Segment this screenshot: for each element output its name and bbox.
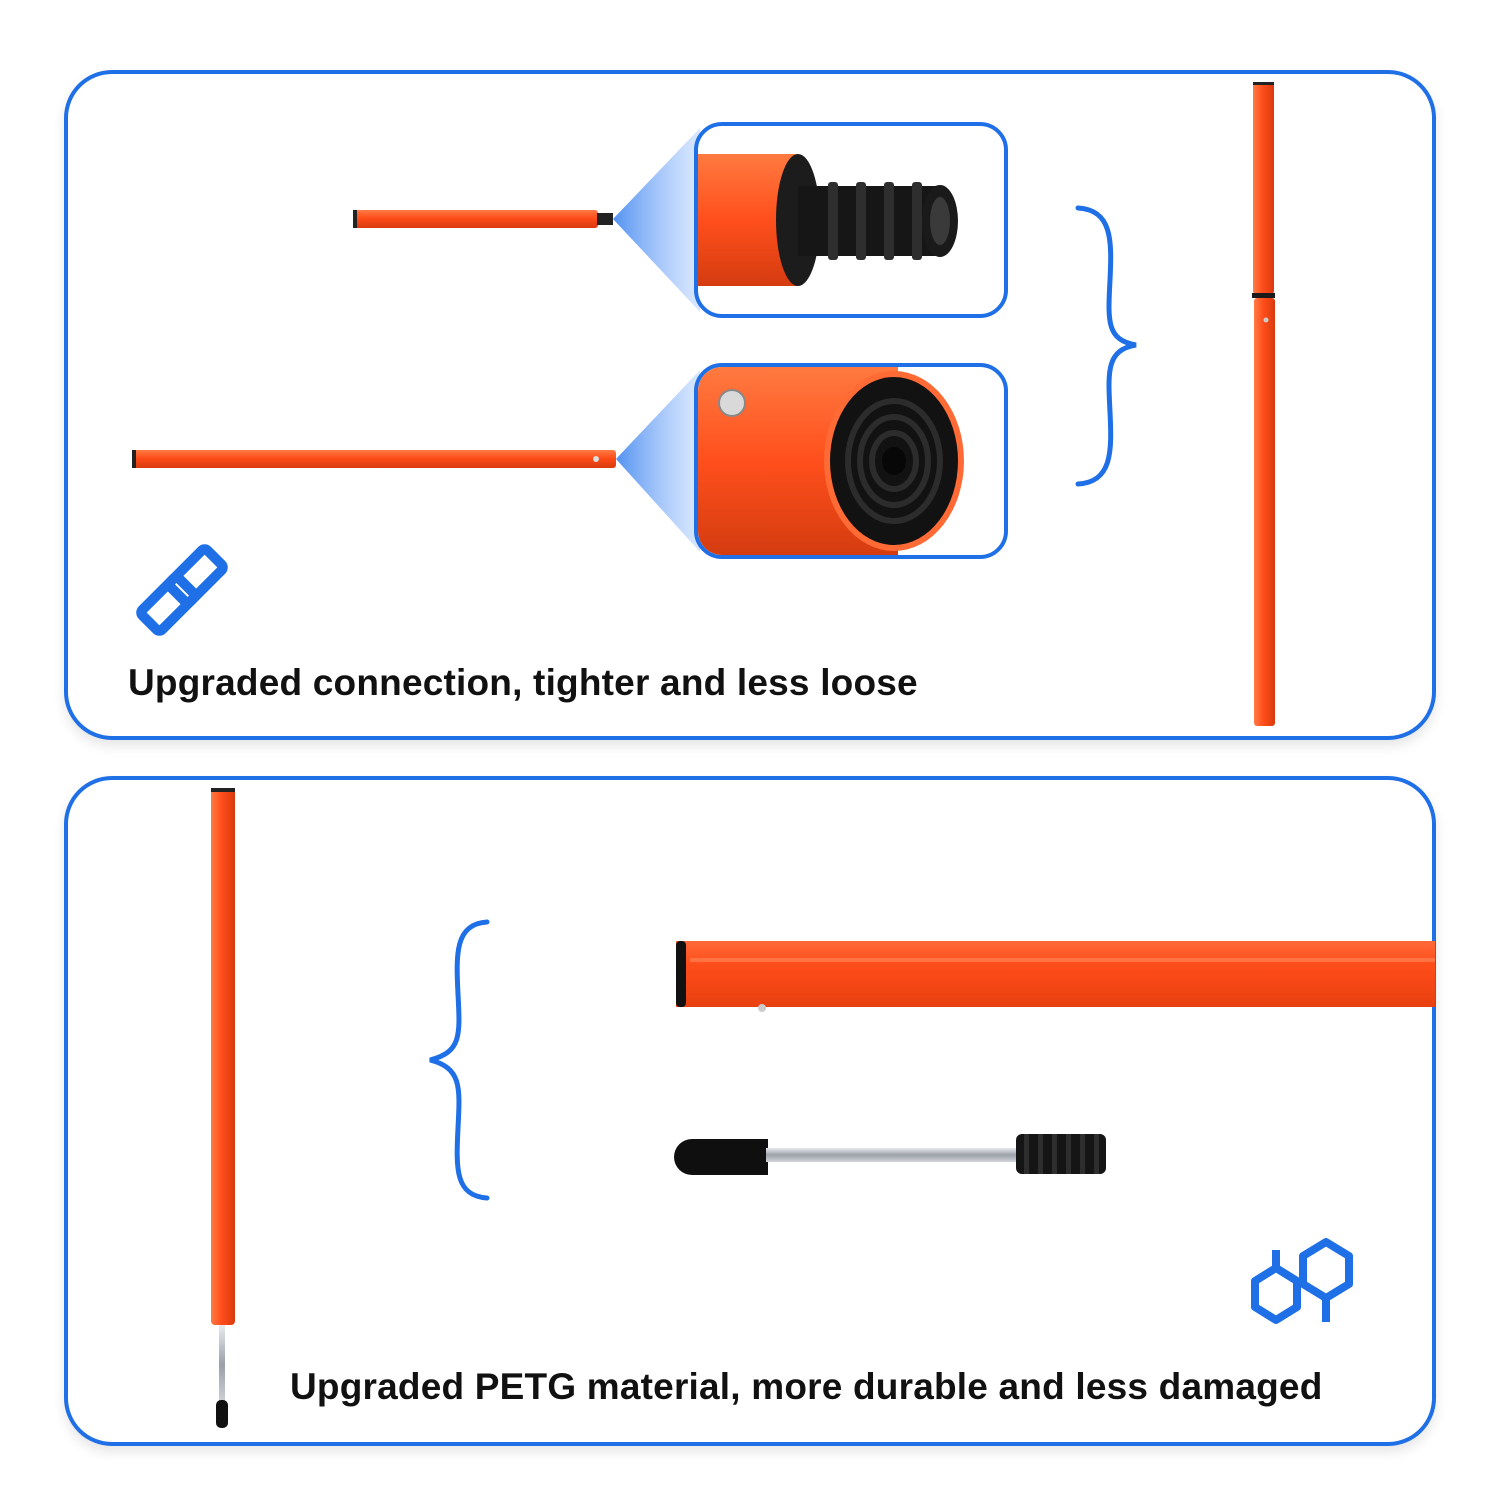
zoom-beam-1: [613, 128, 700, 312]
chain-link-icon: [136, 544, 228, 636]
zoom-male-connector: [694, 122, 1008, 318]
assembled-pole: [1252, 82, 1275, 726]
zoom-female-socket: [694, 363, 1008, 559]
molecule-hexagon-icon: [1251, 1238, 1353, 1324]
spike-closeup: [674, 1134, 1106, 1175]
long-pole-female: [132, 450, 616, 468]
brace-right-icon: [1075, 205, 1137, 487]
zoom-beam-2: [616, 370, 700, 552]
short-pole-male: [353, 210, 613, 228]
material-panel: [64, 776, 1436, 1446]
brace-left-icon: [429, 919, 490, 1201]
pole-closeup: [676, 941, 1435, 1012]
connection-caption: Upgraded connection, tighter and less lo…: [128, 662, 918, 703]
spike-pole: [211, 788, 235, 1428]
material-caption: Upgraded PETG material, more durable and…: [290, 1366, 1323, 1407]
